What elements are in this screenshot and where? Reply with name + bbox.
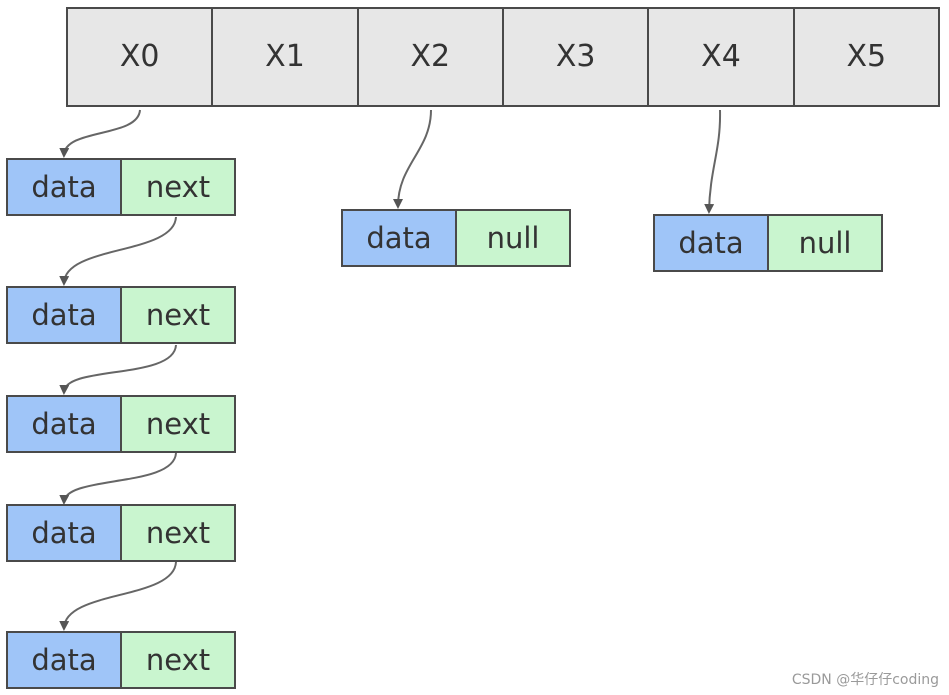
watermark: CSDN @华仔仔coding [791,672,939,688]
arrow-x4-to-node [704,109,722,214]
node-next-field: next [122,160,234,214]
node-data-field: data [655,216,769,270]
arrow-node-2-to-node-3 [59,344,177,395]
node-data-field: data [8,160,122,214]
node-null-field: null [769,216,881,270]
array-slot-x1: X1 [213,9,359,105]
array-slot-x2: X2 [358,9,504,105]
hash-array: X0 X1 X2 X3 X4 X5 [66,7,940,107]
node-data-field: data [343,211,457,265]
array-slot-x0: X0 [68,9,214,105]
node-data-field: data [8,633,122,687]
node-data-field: data [8,506,122,560]
chain-node-4: data next [6,504,236,562]
array-slot-x3: X3 [503,9,650,105]
chain-node-1: data next [6,158,236,216]
node-null-field: null [457,211,569,265]
x4-node: data null [653,214,883,272]
node-data-field: data [8,288,122,342]
arrow-node-3-to-node-4 [59,452,177,505]
arrow-node-4-to-node-5 [59,561,177,631]
arrow-x2-to-node [393,109,432,209]
array-slot-x4: X4 [649,9,795,105]
array-slot-x5: X5 [794,9,938,105]
node-data-field: data [8,397,122,451]
chain-node-2: data next [6,286,236,344]
chain-node-5: data next [6,631,236,689]
node-next-field: next [122,397,234,451]
node-next-field: next [122,506,234,560]
x2-node: data null [341,209,571,267]
node-next-field: next [122,633,234,687]
chain-node-3: data next [6,395,236,453]
arrow-x0-to-node-1 [59,109,141,158]
arrow-node-1-to-node-2 [59,216,177,286]
node-next-field: next [122,288,234,342]
